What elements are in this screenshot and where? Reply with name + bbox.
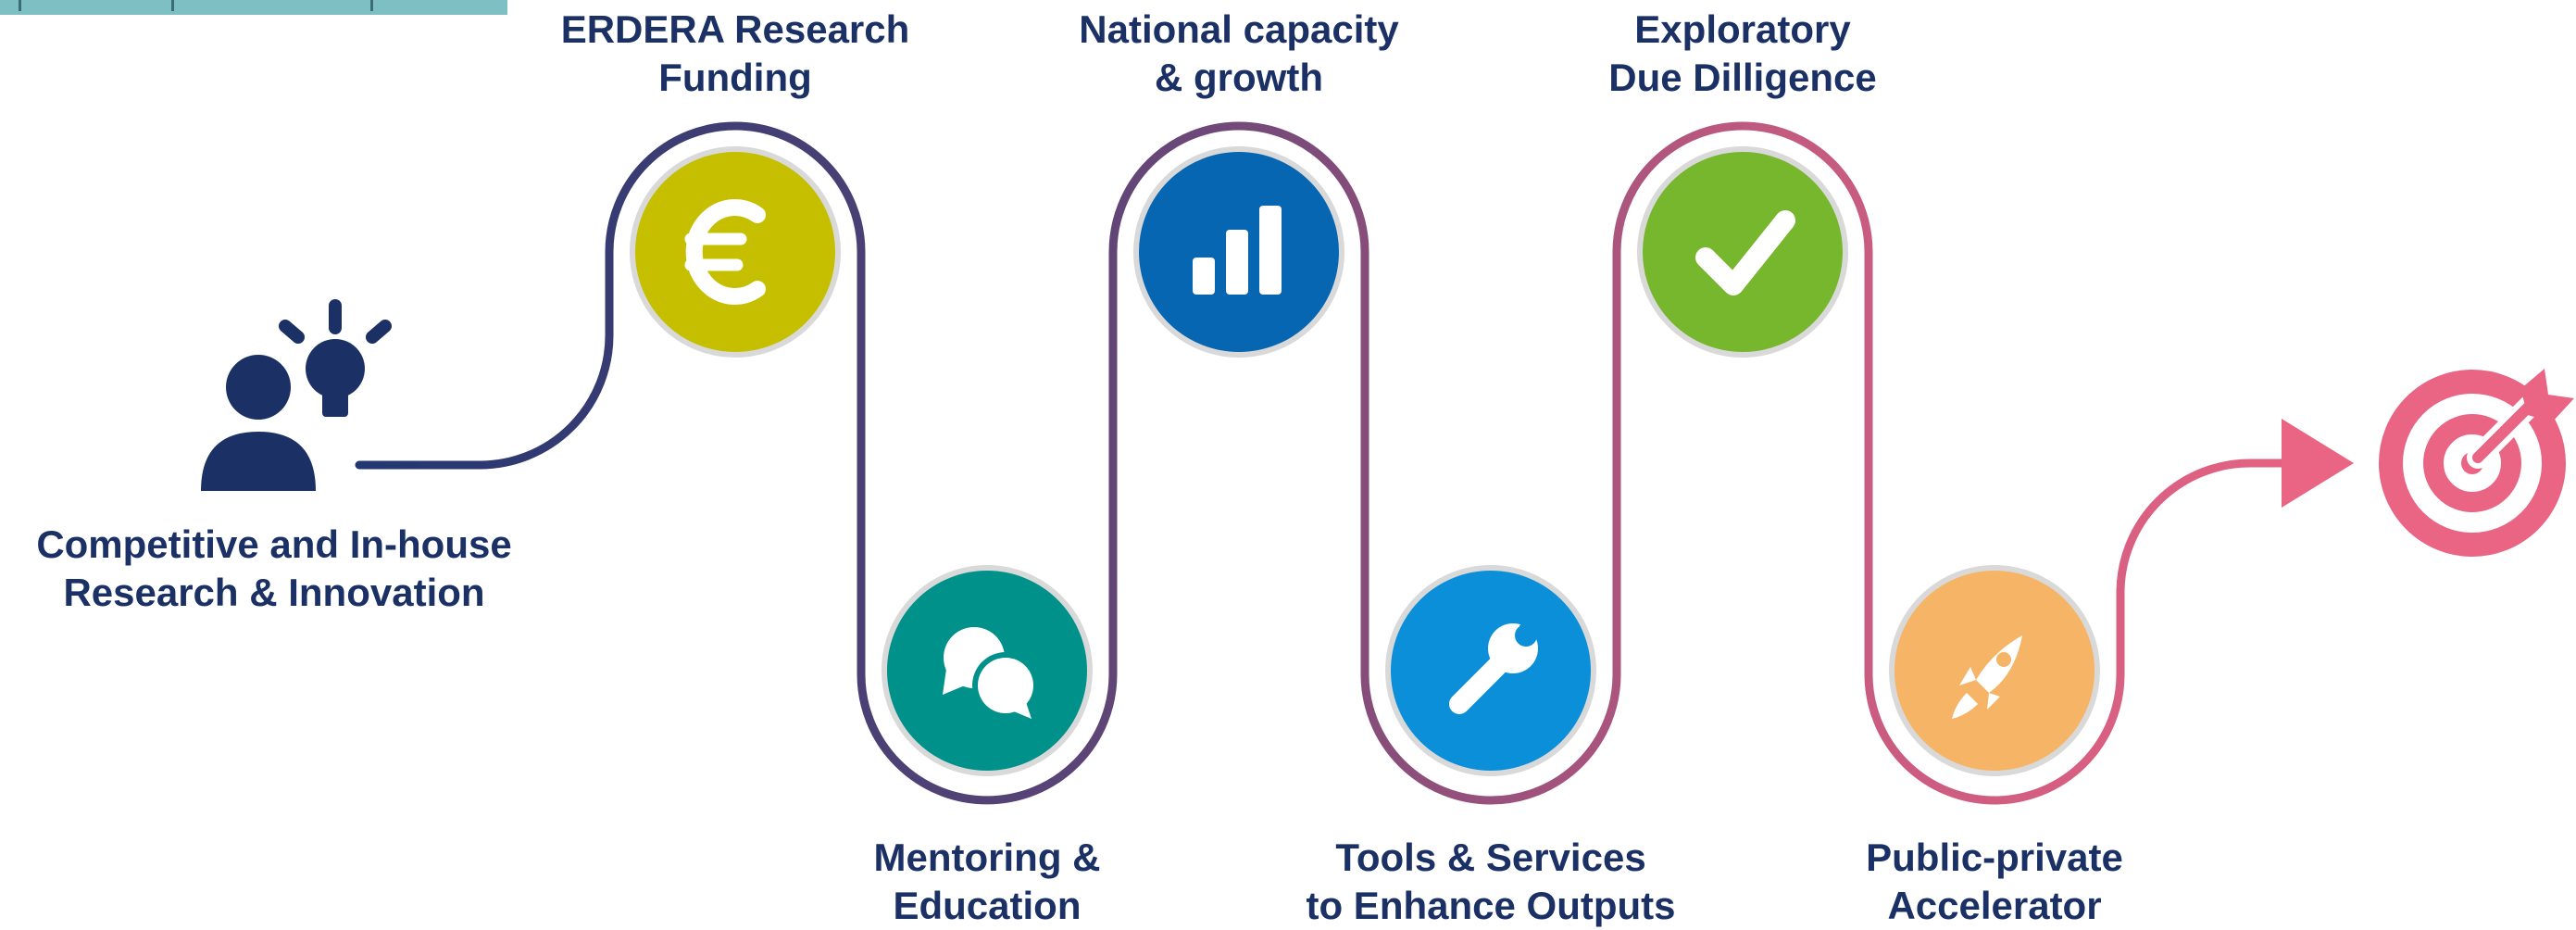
wrench-icon — [1449, 613, 1546, 714]
step-label-line1: Mentoring & — [873, 836, 1101, 879]
bar-chart-icon — [1193, 206, 1282, 295]
step-label-mentoring: Mentoring & Education — [756, 834, 1219, 930]
step-label-line1: ERDERA Research — [560, 7, 910, 51]
checkmark-icon — [1695, 210, 1795, 295]
step-label-funding: ERDERA Research Funding — [504, 6, 967, 102]
step-circle-due-diligence — [1637, 146, 1848, 358]
step-label-line1: National capacity — [1079, 7, 1399, 51]
chat-bubbles-icon — [943, 627, 1039, 719]
arrow-head — [2282, 419, 2354, 508]
step-label-line2: Education — [893, 884, 1082, 927]
step-label-due-diligence: Exploratory Due Dilligence — [1511, 6, 1974, 102]
start-label-line1: Competitive and In-house — [36, 522, 512, 566]
step-label-line2: Funding — [658, 56, 812, 99]
person-idea-icon — [201, 299, 392, 491]
euro-icon — [684, 199, 766, 305]
step-label-line2: & growth — [1155, 56, 1323, 99]
cropped-header-banner — [0, 0, 507, 15]
step-label-line1: Exploratory — [1634, 7, 1851, 51]
rocket-icon — [1952, 635, 2022, 719]
start-label: Competitive and In-house Research & Inno… — [0, 521, 548, 617]
step-label-line1: Public-private — [1866, 836, 2123, 879]
target-arrow-icon — [2379, 369, 2574, 557]
step-label-tools: Tools & Services to Enhance Outputs — [1259, 834, 1722, 930]
step-label-line2: Due Dilligence — [1608, 56, 1877, 99]
step-label-line1: Tools & Services — [1335, 836, 1646, 879]
step-label-capacity: National capacity & growth — [1007, 6, 1470, 102]
step-label-line2: to Enhance Outputs — [1306, 884, 1676, 927]
step-circle-funding — [630, 146, 841, 358]
step-label-line2: Accelerator — [1887, 884, 2102, 927]
start-label-line2: Research & Innovation — [63, 571, 485, 614]
winding-path — [355, 121, 2301, 805]
step-label-accelerator: Public-private Accelerator — [1763, 834, 2226, 930]
